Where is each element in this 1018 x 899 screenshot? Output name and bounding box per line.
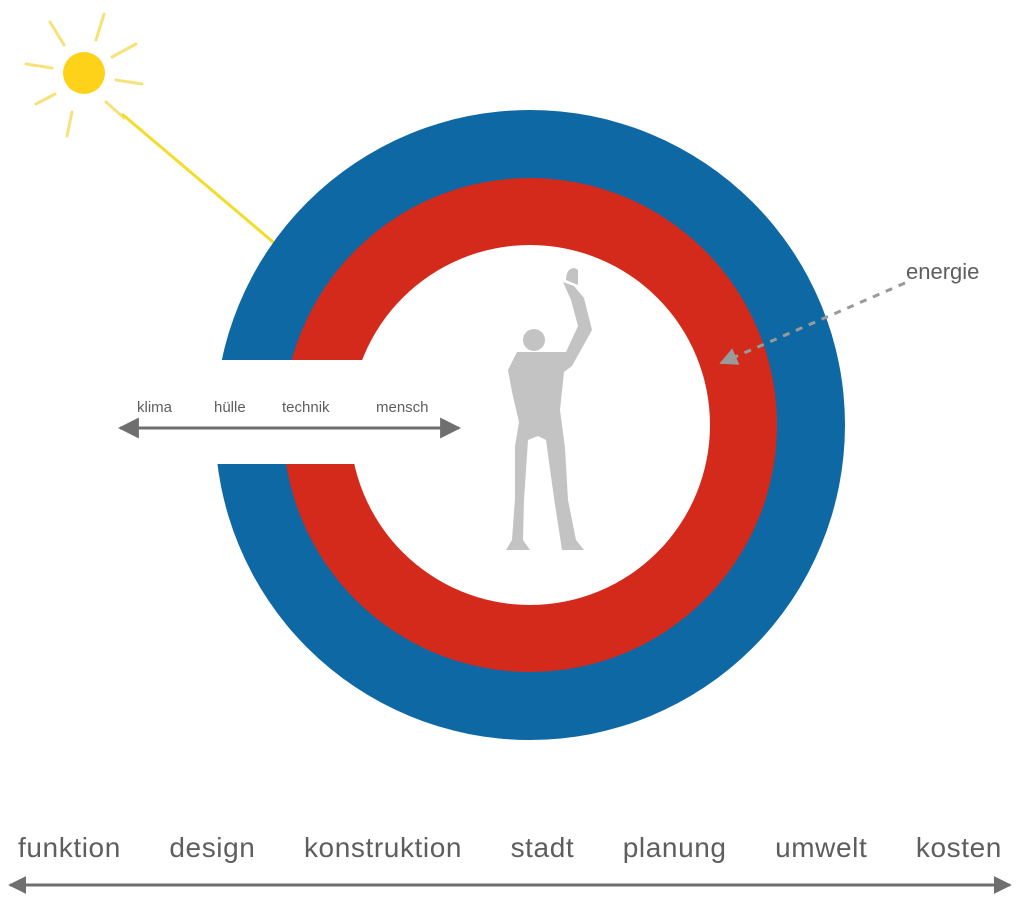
aspect-funktion: funktion <box>18 832 121 863</box>
ring-opening <box>200 360 410 464</box>
layer-label-klima: klima <box>137 399 173 416</box>
aspects-labels: funktion design konstruktion stadt planu… <box>18 832 1002 864</box>
aspect-design: design <box>169 832 256 863</box>
aspect-umwelt: umwelt <box>775 832 868 863</box>
aspect-konstruktion: konstruktion <box>303 832 463 863</box>
layer-labels: klima hülle technik mensch <box>137 399 429 416</box>
layer-label-technik: technik <box>282 399 330 416</box>
aspect-planung: planung <box>622 832 727 863</box>
aspect-stadt: stadt <box>510 832 575 863</box>
layer-label-huelle: hülle <box>214 399 246 416</box>
energy-label: energie <box>906 259 979 284</box>
human-figure-icon <box>506 268 592 550</box>
sun-icon <box>24 12 144 138</box>
energy-arrow <box>719 281 906 365</box>
aspect-kosten: kosten <box>915 832 1002 863</box>
layer-label-mensch: mensch <box>376 399 429 416</box>
